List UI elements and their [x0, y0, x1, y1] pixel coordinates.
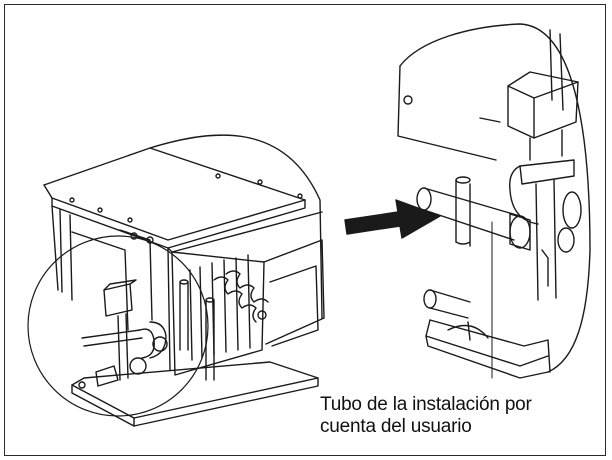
caption-line-2: cuenta del usuario: [320, 416, 472, 437]
indoor-unit-illustration: [27, 134, 325, 427]
pipe-detail-illustration: [397, 23, 591, 379]
caption-line-1: Tubo de la instalación por: [320, 394, 532, 415]
pipe-caption: Tubo de la instalación por cuenta del us…: [320, 394, 600, 438]
arrow-icon: [344, 199, 441, 239]
